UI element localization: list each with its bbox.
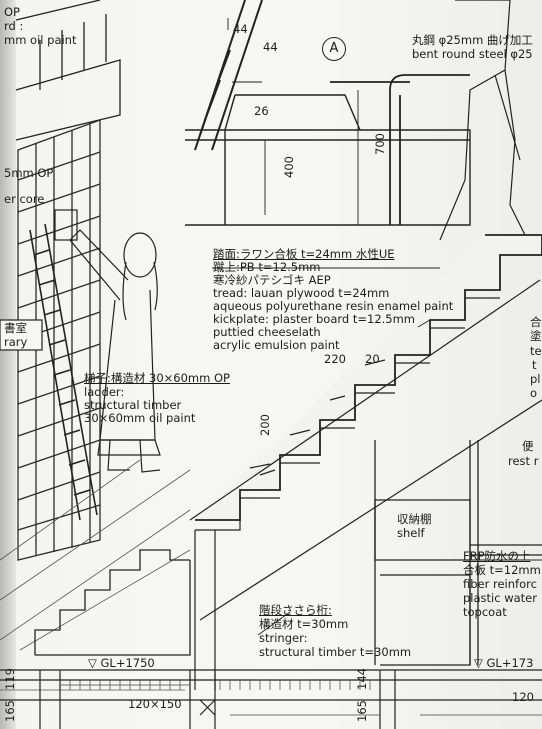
dim-220: 220: [324, 352, 346, 366]
level-gl-173: ▽ GL+173: [474, 656, 534, 670]
library-label-jp: 書室: [4, 321, 27, 335]
frp-note-jp-2: 合板 t=12mm: [463, 563, 541, 577]
tread-note-jp-1: 踏面:ラワン合板 t=24mm 水性UE: [213, 247, 395, 261]
right-note-c: te: [530, 344, 542, 358]
handrail-note-en: bent round steel φ25: [412, 47, 533, 61]
ladder-note-en-3: 30×60mm oil paint: [84, 411, 196, 425]
staircase: [195, 234, 542, 521]
dim-700: 700: [373, 133, 387, 155]
stringer-note-jp-2: 構造材 t=30mm: [259, 617, 349, 631]
left-note-op-mm: 5mm OP: [4, 166, 54, 180]
right-note-g: 便: [522, 439, 534, 453]
stringer-note-en-1: stringer:: [259, 631, 308, 645]
ladder-note-en-1: ladder:: [84, 385, 125, 399]
level-gl-1750: ▽ GL+1750: [88, 656, 155, 670]
dim-26: 26: [254, 104, 269, 118]
frp-note-en-3: topcoat: [463, 605, 507, 619]
right-note-d: t: [532, 358, 537, 372]
dim-120x150: 120×150: [128, 697, 182, 711]
person-reading: [54, 209, 161, 473]
handrail-note-jp: 丸鋼 φ25mm 曲げ加工: [412, 33, 533, 47]
left-note-oil: mm oil paint: [4, 33, 77, 47]
dim-400: 400: [282, 156, 296, 178]
ladder-note-en-2: structural timber: [84, 398, 182, 412]
left-note-rd: rd :: [4, 19, 24, 33]
ladder-note-jp: 梯子:構造材 30×60mm OP: [84, 371, 230, 385]
right-note-f: o: [530, 386, 538, 400]
tread-note-jp-2: 蹴上:PB t=12.5mm: [213, 260, 321, 274]
dim-165-right: 165: [355, 700, 369, 722]
library-label-en: rary: [4, 335, 28, 349]
right-note-b: 塗: [530, 329, 542, 343]
left-note-core: er core: [4, 192, 45, 206]
dim-165-left: 165: [3, 700, 17, 722]
left-note-op: OP: [4, 5, 20, 19]
dim-44-a: 44: [233, 22, 248, 36]
tread-note-en-5: acrylic emulsion paint: [213, 338, 340, 352]
right-note-a: 合: [530, 315, 542, 329]
dim-120: 120: [512, 690, 534, 704]
section-marker: A: [322, 37, 346, 61]
binding-shadow: [0, 0, 16, 729]
shelf-label-en: shelf: [397, 526, 425, 540]
tread-note-en-2: aqueous polyurethane resin enamel paint: [213, 299, 454, 313]
stringer-note-en-2: structural timber t=30mm: [259, 645, 412, 659]
frp-note-jp-1: FRP防水の上: [463, 549, 531, 563]
dim-200: 200: [258, 414, 272, 436]
tread-note-en-4: puttied cheeselath: [213, 325, 321, 339]
person-walking: [439, 0, 526, 241]
frp-note-en-1: fiber reinforc: [463, 577, 537, 591]
dim-119: 119: [3, 668, 17, 690]
ladder: [29, 223, 98, 521]
right-note-h: rest r: [508, 454, 539, 468]
dim-144: 144: [355, 668, 369, 690]
shelf-label-jp: 収納棚: [397, 512, 432, 526]
handrail: [330, 74, 470, 225]
tread-note-en-1: tread: lauan plywood t=24mm: [213, 286, 390, 300]
tread-note-en-3: kickplate: plaster board t=12.5mm: [213, 312, 416, 326]
dim-44-b: 44: [263, 40, 278, 54]
frp-note-en-2: plastic water: [463, 591, 537, 605]
right-note-e: pl: [530, 372, 541, 386]
tread-note-jp-3: 寒冷紗パテシゴキ AEP: [213, 273, 331, 287]
stringer-note-jp-1: 階段ささら桁:: [259, 603, 332, 617]
dim-20: 20: [365, 352, 380, 366]
